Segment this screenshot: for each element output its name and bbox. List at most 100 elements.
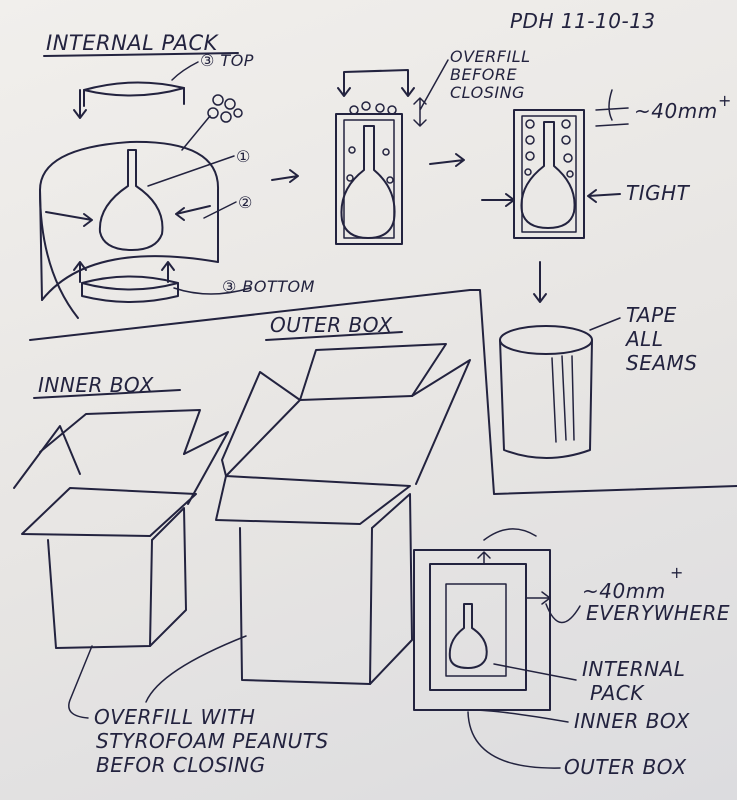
wrap-arrow-right <box>175 205 211 221</box>
outer-box-sketch <box>215 343 471 685</box>
tight-tube-inner <box>521 115 577 233</box>
overfill-text-2: BEFORE <box>450 65 518 84</box>
outer-box-title-underline <box>265 331 403 341</box>
outer-top-edge <box>299 395 413 401</box>
gap-plus: + <box>718 91 732 110</box>
bottom-leader <box>173 287 251 295</box>
internal-pack-leader <box>493 663 577 681</box>
tube-outer <box>335 113 403 245</box>
taped-cylinder: TAPE ALL SEAMS <box>499 303 697 459</box>
inner-box-section <box>429 563 527 691</box>
top-arrow <box>73 89 87 119</box>
overfill-marker <box>413 59 449 127</box>
internal-pack-section <box>445 583 507 677</box>
cylinder-top <box>499 325 593 355</box>
outer-front-face <box>239 527 373 685</box>
section-gap-label: ~40mm <box>582 579 666 603</box>
note-leader-outer <box>145 635 247 703</box>
styrofoam-peanuts <box>207 94 243 123</box>
outer-side-face <box>369 493 413 685</box>
internal-pack-line-1: INTERNAL <box>582 657 685 681</box>
section-gap-right <box>525 591 551 605</box>
step1-marker: ① <box>236 147 251 166</box>
internal-pack-line-2: PACK <box>590 681 645 705</box>
note-line-1: OVERFILL WITH <box>94 705 255 729</box>
tight-label: TIGHT <box>626 181 691 205</box>
top-label: ③ TOP <box>200 51 254 70</box>
inner-box-label: INNER BOX <box>574 709 691 733</box>
inner-box-title: INNER BOX <box>38 373 155 397</box>
tube-vase <box>340 125 396 239</box>
tight-peanuts <box>524 119 574 178</box>
gap-label: ~40mm <box>634 99 718 123</box>
inner-flap-right <box>183 431 229 505</box>
everywhere-label: EVERYWHERE <box>586 601 730 625</box>
tape-leader <box>589 317 621 331</box>
note-line-2: STYROFOAM PEANUTS <box>96 729 329 753</box>
top-lid-sides <box>83 87 185 107</box>
overfill-text-3: CLOSING <box>450 83 525 102</box>
tape-text-1: TAPE <box>626 303 677 327</box>
wrap-arrow-left <box>45 211 93 227</box>
tight-arrow-right <box>587 189 621 203</box>
step1-leader <box>147 155 235 187</box>
outer-flap-left <box>221 371 301 477</box>
tight-tube-vase <box>520 121 576 229</box>
bottom-label: ③ BOTTOM <box>222 277 315 296</box>
tape-text-3: SEAMS <box>626 351 697 375</box>
outer-box-leader <box>467 711 561 769</box>
step2-leader <box>203 201 237 219</box>
step2-marker: ② <box>238 193 253 212</box>
outer-box-label: OUTER BOX <box>564 755 687 779</box>
section-gap-top <box>477 551 491 565</box>
section-gap-leader <box>545 603 581 624</box>
peanuts-leader <box>181 115 211 151</box>
title-internal-pack: INTERNAL PACK <box>46 31 220 55</box>
internal-pack-exploded: ③ TOP ① ② ③ BOTTOM <box>39 51 315 319</box>
inner-flap-front <box>21 487 197 537</box>
outer-box-section <box>413 549 551 711</box>
tape-text-2: ALL <box>624 327 663 351</box>
inner-box-sketch <box>13 409 229 649</box>
outer-flap-right <box>411 359 471 485</box>
inner-front-face <box>47 539 153 649</box>
outer-flap-front <box>215 475 411 525</box>
wrap-fold <box>39 189 79 319</box>
inner-box-title-underline <box>33 389 181 399</box>
fill-step-tight: TIGHT ~40mm + <box>481 89 732 239</box>
tight-tube-outer <box>513 109 585 239</box>
cylinder-shading <box>551 355 575 443</box>
section-top-leader <box>483 528 537 541</box>
bottom-arrow-left <box>73 261 87 283</box>
top-leader <box>171 61 199 81</box>
inner-flap-left <box>13 425 81 489</box>
tube-peanuts <box>346 101 397 184</box>
overfill-text-1: OVERFILL <box>450 47 531 66</box>
inner-flap-back <box>39 409 201 455</box>
gap-bracket <box>595 89 629 127</box>
inner-box-leader <box>469 709 569 723</box>
cross-section: ~40mm + EVERYWHERE INTERNAL PACK INNER B… <box>413 528 730 779</box>
flow-arrow-2 <box>429 153 465 167</box>
inner-side-face <box>149 507 187 647</box>
flow-arrow-3 <box>533 261 547 303</box>
bottom-arrow-right <box>161 261 175 283</box>
section-gap-plus: + <box>670 563 684 582</box>
top-lid <box>83 81 185 97</box>
bottom-disc <box>81 275 179 291</box>
section-divider <box>29 289 737 495</box>
outer-flap-back <box>299 343 447 401</box>
cylinder-body <box>499 339 593 459</box>
title-underline <box>43 52 239 57</box>
wrap-bottom-curve <box>41 255 219 301</box>
author-date: PDH 11-10-13 <box>510 9 656 33</box>
note-leader-inner <box>68 645 93 719</box>
note-line-3: BEFOR CLOSING <box>96 753 266 777</box>
tight-arrow-left <box>481 193 515 207</box>
fill-step-overfill: OVERFILL BEFORE CLOSING <box>335 47 531 245</box>
lid-press-arrows <box>337 69 415 97</box>
vase <box>98 149 164 251</box>
flow-arrow-1 <box>271 169 299 183</box>
